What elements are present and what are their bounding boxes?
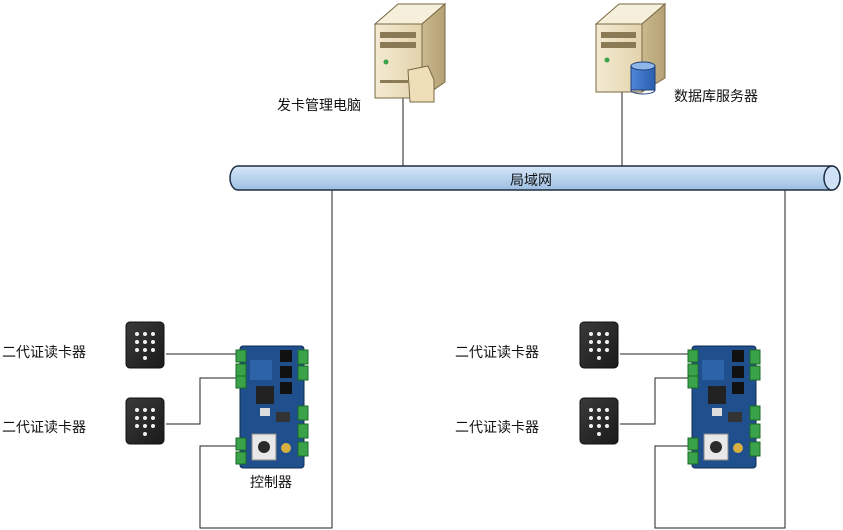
pc-label: 发卡管理电脑 <box>277 98 361 114</box>
database-server-icon <box>594 2 667 95</box>
controller-board-icon <box>235 345 309 469</box>
reader-icon <box>125 397 165 445</box>
controller-board-icon <box>687 345 761 469</box>
left-reader-bottom-label: 二代证读卡器 <box>2 420 86 436</box>
db-label: 数据库服务器 <box>674 89 758 105</box>
server-with-card-icon <box>373 2 447 103</box>
lan-bus <box>229 165 841 191</box>
right-reader-top-label: 二代证读卡器 <box>455 345 539 361</box>
reader-icon <box>125 321 165 369</box>
reader-icon <box>579 397 619 445</box>
right-reader-bottom-label: 二代证读卡器 <box>455 420 539 436</box>
reader-icon <box>579 321 619 369</box>
controller-label: 控制器 <box>250 475 292 491</box>
left-reader-top-label: 二代证读卡器 <box>2 345 86 361</box>
lan-label: 局域网 <box>510 173 552 189</box>
